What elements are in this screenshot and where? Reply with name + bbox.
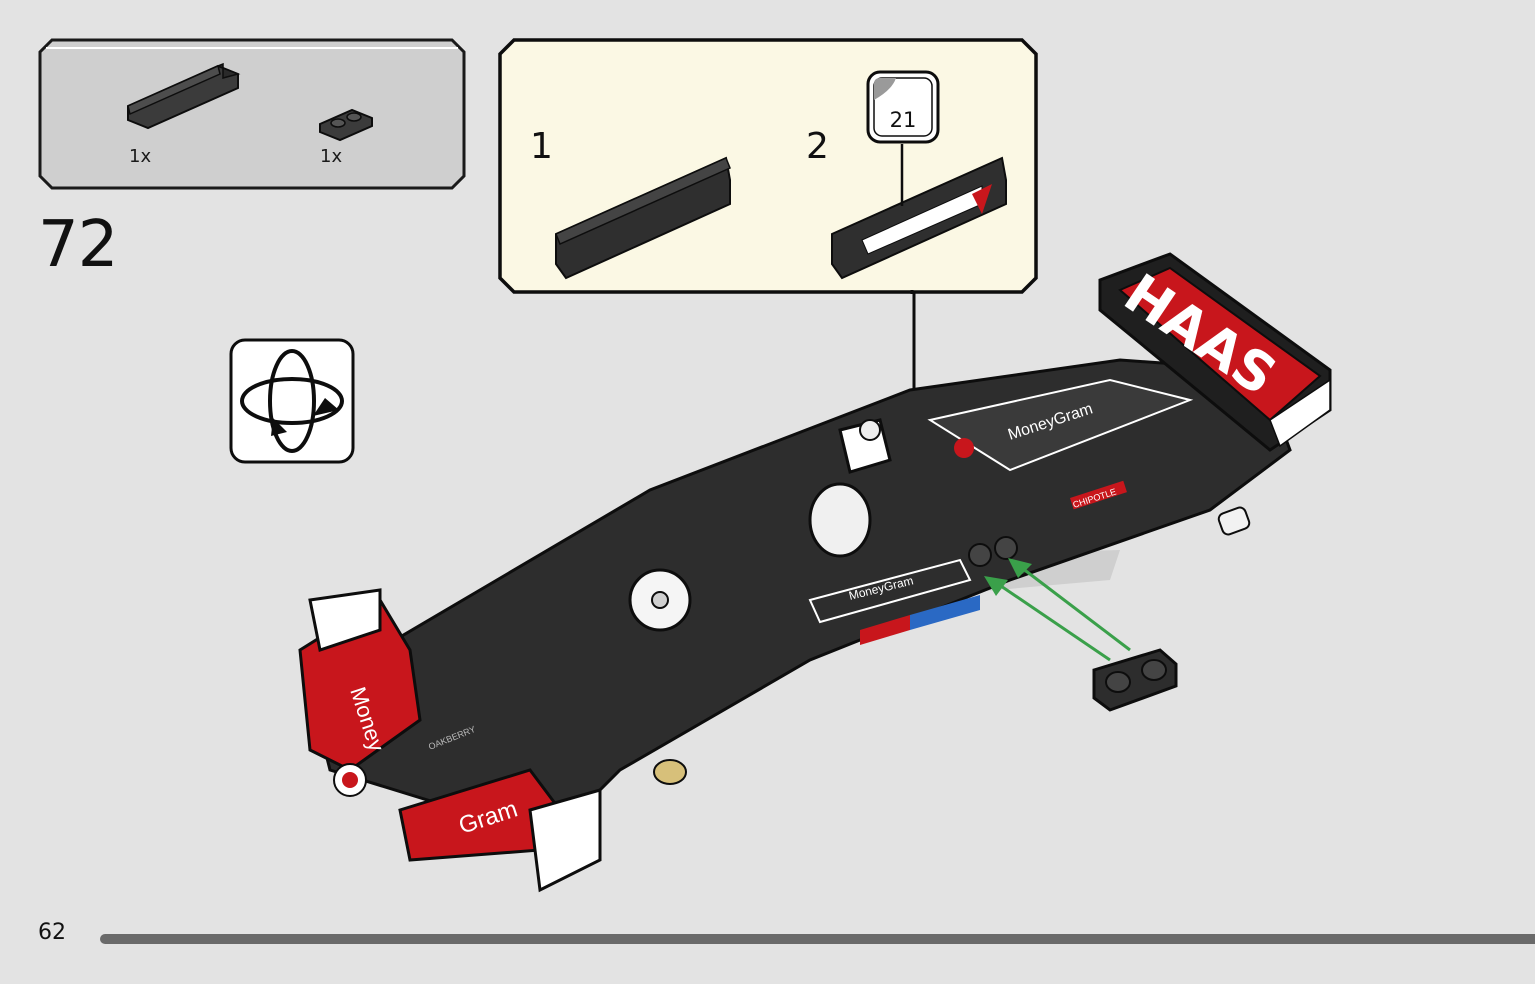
sticker-number: 21 — [889, 108, 917, 132]
rotate-model-icon — [229, 338, 355, 464]
plate-part-icon — [319, 108, 373, 142]
new-plate-part — [1092, 648, 1178, 712]
part-quantity-1: 1x — [129, 146, 152, 167]
bracket-callout-icon — [555, 156, 731, 280]
part-quantity-2: 1x — [320, 146, 343, 167]
sub-step-2-label: 2 — [806, 126, 829, 167]
sticker-peel-icon — [874, 78, 896, 100]
parts-list-panel — [38, 38, 466, 190]
insertion-arrows — [984, 558, 1178, 712]
page-number: 62 — [38, 920, 66, 945]
front-wing: Money Gram — [298, 588, 602, 893]
progress-bar — [100, 934, 1535, 944]
sticker-reference-box — [866, 70, 940, 144]
sub-step-1-label: 1 — [530, 126, 553, 167]
attached-stickered-bracket — [808, 558, 972, 624]
bracket-part-icon — [127, 62, 241, 130]
race-car-model: HAAS MoneyGram CHIPOTLE MoneyGram Money … — [298, 252, 1332, 893]
stickered-bracket-icon — [831, 156, 1007, 280]
step-number: 72 — [38, 208, 118, 282]
